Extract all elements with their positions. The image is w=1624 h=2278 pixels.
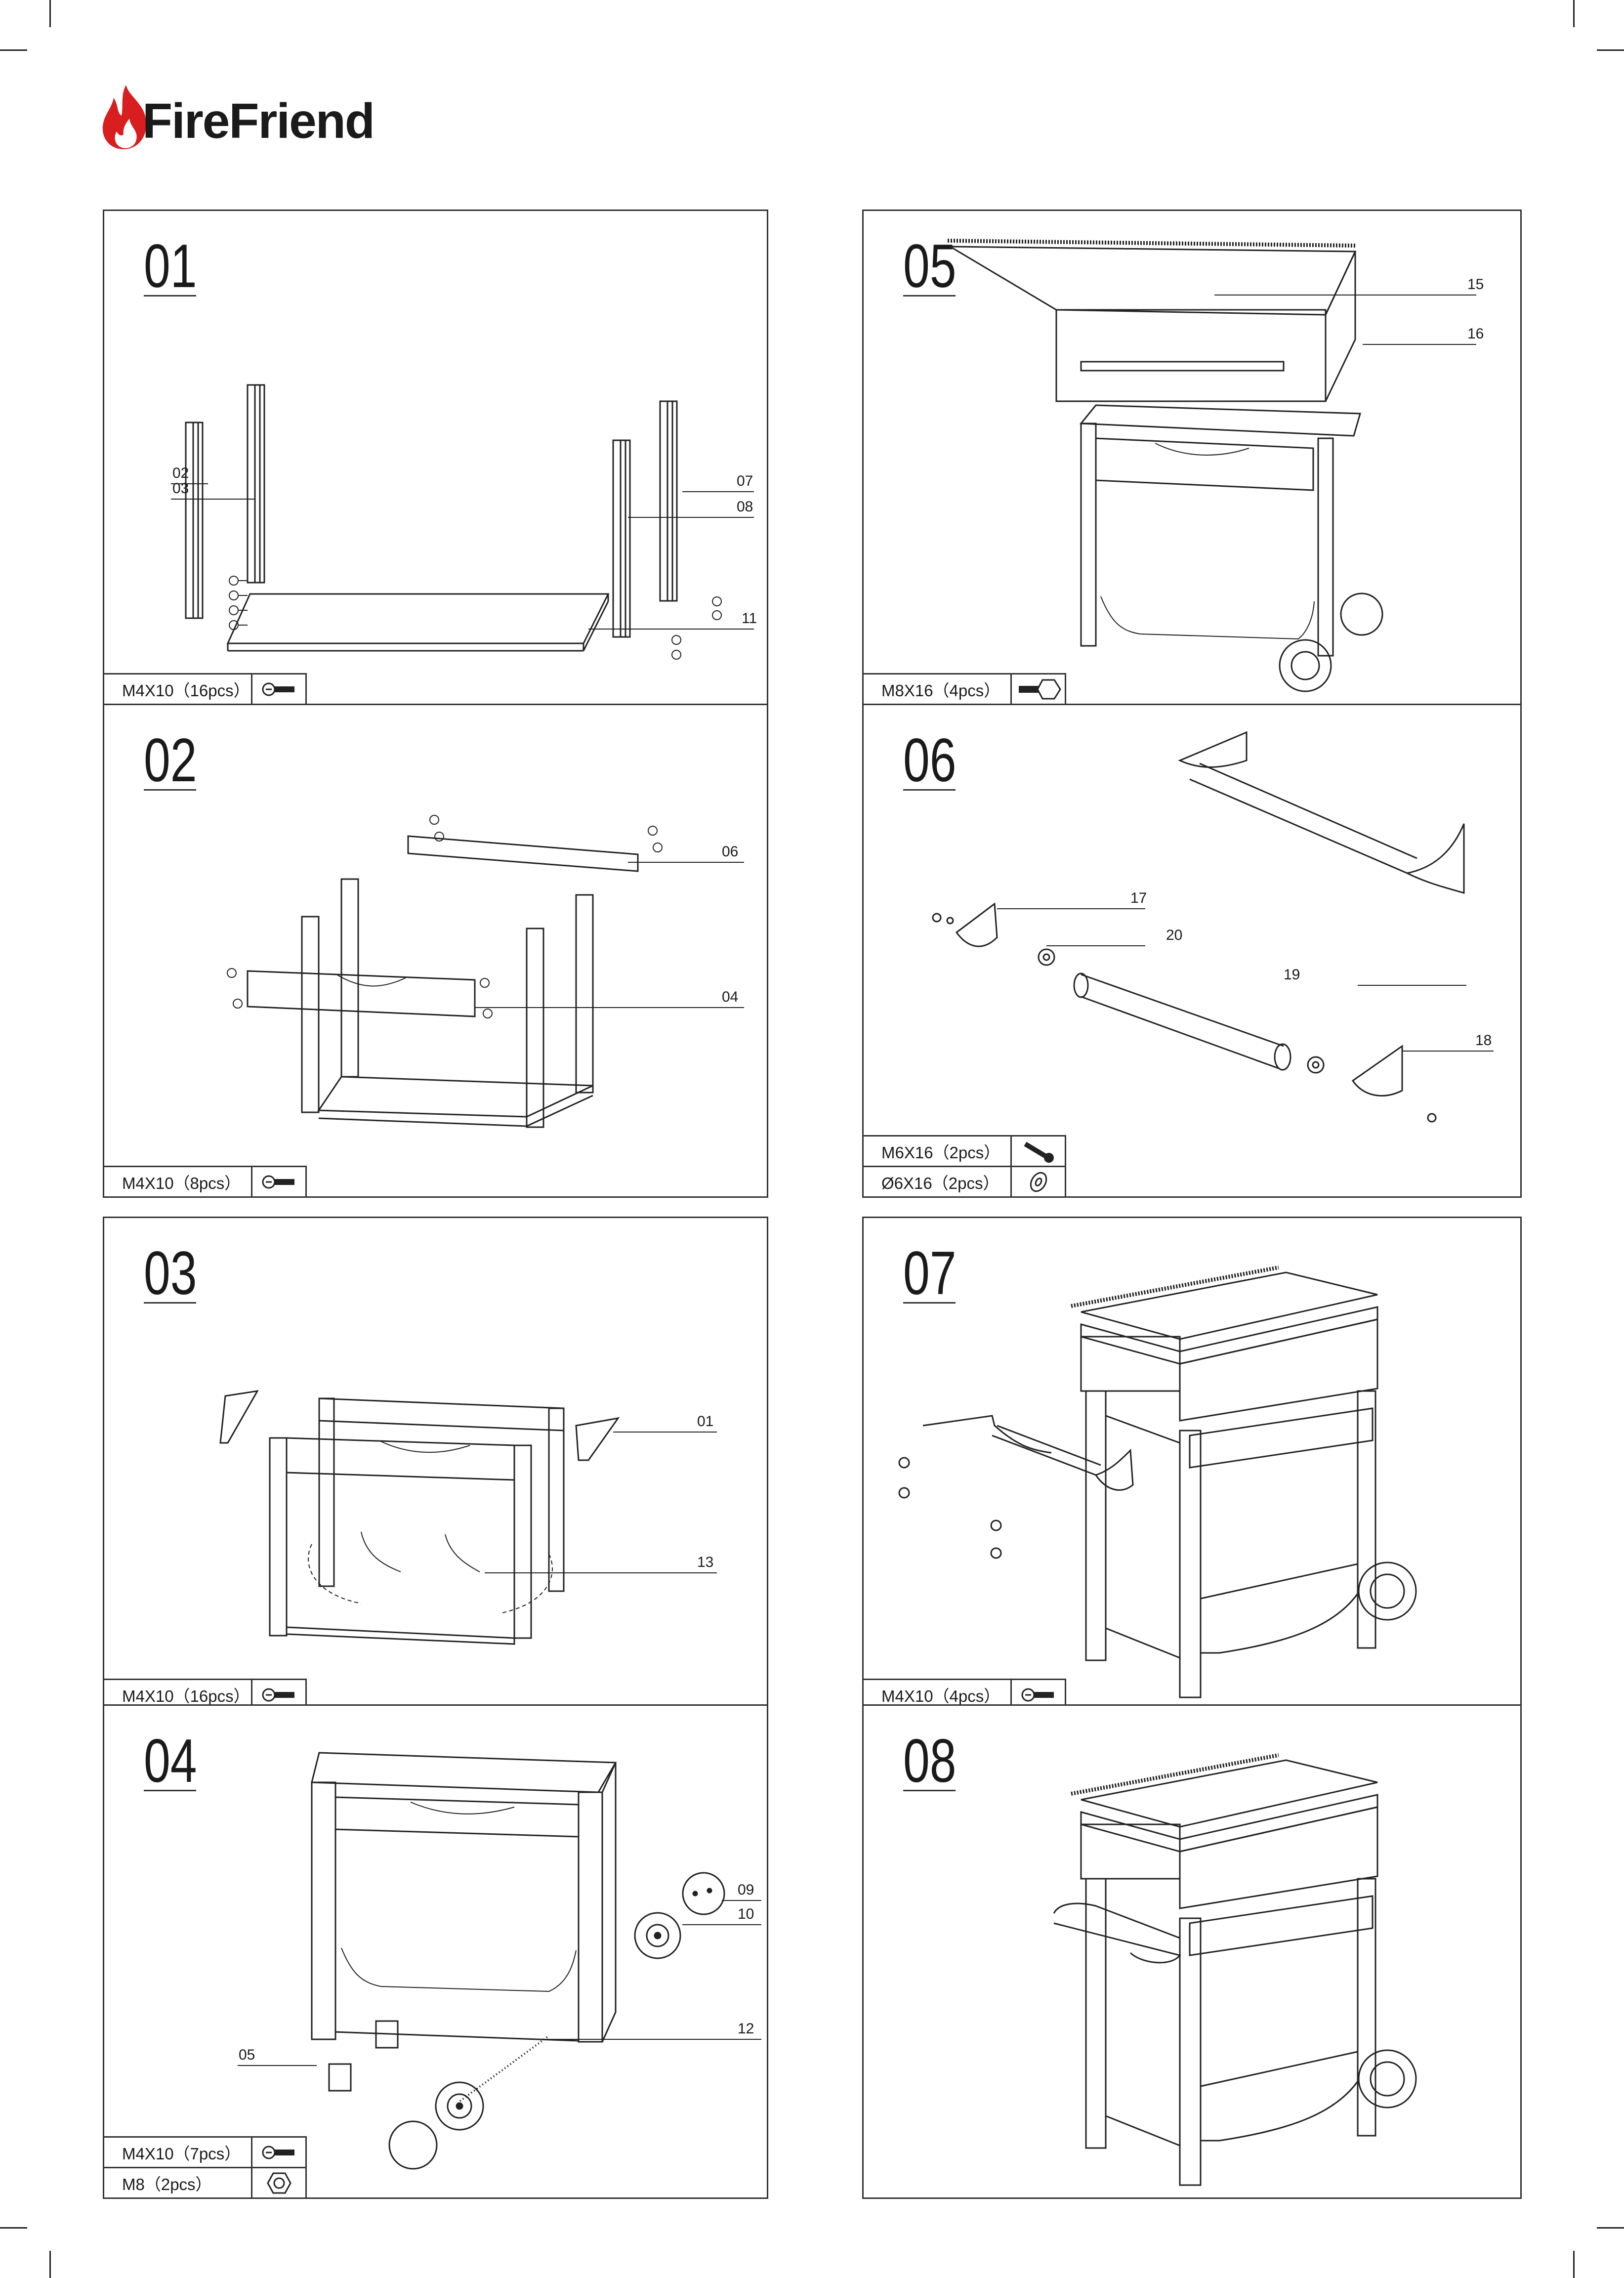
- hardware-table: M4X10（16pcs）: [104, 673, 307, 704]
- step-panel-01: 01 02 03 07 08 11 M4X10（16pcs）: [103, 210, 768, 705]
- assembly-drawing: [104, 705, 768, 1198]
- washer-icon: [1026, 1170, 1051, 1194]
- assembly-drawing: [864, 705, 1522, 1198]
- hardware-label: M8（2pcs）: [104, 2168, 252, 2197]
- hardware-row: M4X10（7pcs）: [104, 2136, 307, 2167]
- callout-label: 16: [1467, 326, 1484, 342]
- crop-mark: [49, 0, 51, 27]
- screw-icon: [1021, 1139, 1056, 1164]
- hardware-row: M4X10（16pcs）: [104, 673, 307, 704]
- callout-label: 04: [722, 989, 738, 1006]
- crop-mark: [49, 2251, 51, 2278]
- assembly-drawing: [104, 1706, 768, 2199]
- callout-label: 10: [738, 1906, 754, 1923]
- step-panel-06: 06 17 20 19 18 M6X16（2pcs） Ø6X16（2pcs）: [862, 704, 1522, 1198]
- callout-label: 12: [738, 2021, 754, 2037]
- step-panel-04: 04 09 10 12 05 M4X10（7pcs） M8（2pcs）: [103, 1704, 768, 2199]
- callout-label: 18: [1475, 1032, 1492, 1049]
- hardware-row: Ø6X16（2pcs）: [864, 1166, 1066, 1196]
- callout-label: 09: [738, 1882, 754, 1898]
- hardware-row: M8X16（4pcs）: [864, 673, 1066, 704]
- assembly-drawing: [864, 211, 1522, 705]
- step-panel-03: 03 01 13 M4X10（16pcs）: [103, 1217, 768, 1711]
- crop-mark: [0, 2227, 27, 2229]
- hardware-row: M4X10（8pcs）: [104, 1166, 307, 1196]
- hardware-label: Ø6X16（2pcs）: [864, 1167, 1012, 1196]
- hardware-row: M6X16（2pcs）: [864, 1135, 1066, 1166]
- bolt-icon: [262, 2143, 296, 2162]
- nut-icon: [267, 2172, 291, 2194]
- callout-label: 06: [722, 844, 738, 860]
- assembly-drawing: [864, 1218, 1522, 1711]
- hardware-table: M6X16（2pcs） Ø6X16（2pcs）: [864, 1135, 1066, 1196]
- callout-label: 05: [239, 2047, 255, 2064]
- bolt-icon: [1021, 1685, 1056, 1705]
- hardware-table: M4X10（7pcs） M8（2pcs）: [104, 2136, 307, 2197]
- crop-mark: [1597, 2227, 1624, 2229]
- step-panel-05: 05 15 16 M8X16（4pcs）: [862, 210, 1522, 705]
- hardware-label: M4X10（16pcs）: [104, 675, 252, 704]
- assembly-drawing: [104, 1218, 768, 1711]
- bolt-icon: [262, 679, 296, 699]
- hardware-label: M6X16（2pcs）: [864, 1137, 1012, 1166]
- hardware-table: M8X16（4pcs）: [864, 673, 1066, 704]
- callout-label: 19: [1284, 967, 1300, 983]
- brand-name: FireFriend: [142, 93, 374, 150]
- assembly-drawing: [864, 1706, 1522, 2199]
- step-panel-07: 07 M4X10（4pcs）: [862, 1217, 1522, 1711]
- hardware-label: M4X10（7pcs）: [104, 2138, 252, 2167]
- crop-mark: [0, 49, 27, 51]
- callout-label: 20: [1166, 927, 1182, 944]
- crop-mark: [1573, 0, 1575, 27]
- hardware-table: M4X10（8pcs）: [104, 1166, 307, 1196]
- hardware-label: M8X16（4pcs）: [864, 675, 1012, 704]
- callout-label: 11: [742, 610, 757, 627]
- crop-mark: [1573, 2251, 1575, 2278]
- step-panel-08: 08: [862, 1704, 1522, 2199]
- crop-mark: [1597, 49, 1624, 51]
- step-panel-02: 02 06 04 M4X10（8pcs）: [103, 704, 768, 1198]
- callout-label: 08: [737, 499, 753, 515]
- bolt-icon: [262, 1172, 296, 1192]
- callout-label: 13: [697, 1554, 713, 1571]
- bolt-icon: [262, 1685, 296, 1705]
- callout-label: 03: [172, 480, 189, 497]
- callout-label: 02: [172, 465, 189, 482]
- hex-bolt-icon: [1015, 677, 1062, 702]
- callout-label: 15: [1467, 276, 1484, 293]
- assembly-drawing: [104, 211, 768, 705]
- callout-label: 07: [737, 473, 753, 490]
- callout-label: 01: [697, 1413, 713, 1430]
- callout-label: 17: [1130, 890, 1147, 907]
- hardware-label: M4X10（8pcs）: [104, 1167, 252, 1196]
- hardware-row: M8（2pcs）: [104, 2167, 307, 2197]
